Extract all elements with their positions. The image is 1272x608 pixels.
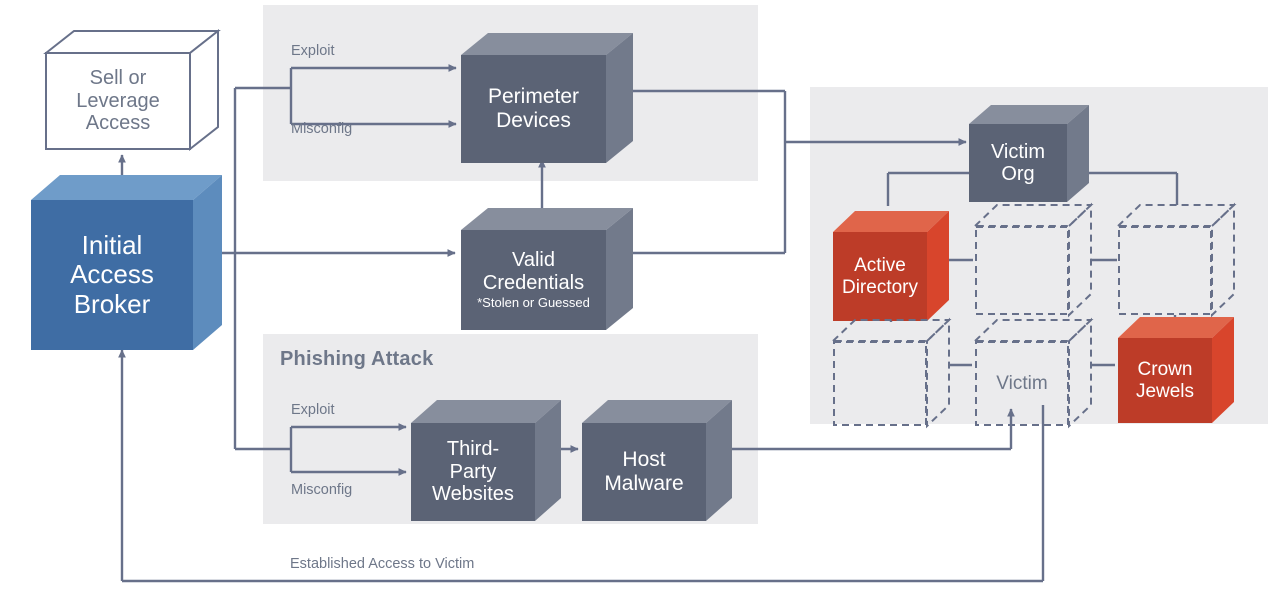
victim-host-label: Victim	[996, 372, 1048, 394]
active-directory-line1: Active	[854, 255, 906, 277]
host-malware-line1: Host	[622, 448, 666, 472]
third-party-line3: Websites	[432, 483, 514, 506]
active-directory-line2: Directory	[841, 276, 918, 298]
perimeter-devices-line1: Perimeter	[487, 85, 580, 109]
node-host-c[interactable]	[830, 317, 952, 429]
third-party-line2: Party	[449, 460, 497, 483]
label-perimeter-exploit: Exploit	[291, 43, 335, 59]
sell-leverage-line1: Sell or	[89, 67, 147, 90]
label-perimeter-misconfig: Misconfig	[291, 121, 353, 137]
iab-line2: Access	[70, 259, 154, 290]
label-phishing-exploit: Exploit	[291, 402, 335, 418]
crown-jewels-line1: Crown	[1137, 359, 1193, 381]
valid-credentials-line1: Valid	[512, 249, 555, 272]
node-initial-access-broker[interactable]: Initial Access Broker	[31, 175, 222, 350]
node-victim-org[interactable]: Victim Org	[969, 105, 1089, 202]
label-established-access: Established Access to Victim	[290, 556, 475, 572]
valid-credentials-note: *Stolen or Guessed	[477, 295, 590, 311]
node-crown-jewels[interactable]: Crown Jewels	[1118, 317, 1234, 423]
node-sell-leverage-access[interactable]: Sell or Leverage Access	[43, 28, 221, 152]
node-active-directory[interactable]: Active Directory	[833, 211, 949, 321]
third-party-line1: Third-	[446, 438, 500, 461]
sell-leverage-line3: Access	[85, 112, 151, 135]
iab-line1: Initial	[81, 230, 143, 261]
crown-jewels-line2: Jewels	[1135, 380, 1195, 402]
phishing-panel-title: Phishing Attack	[280, 348, 434, 370]
node-valid-credentials[interactable]: Valid Credentials *Stolen or Guessed	[461, 208, 633, 330]
victim-org-line2: Org	[1001, 163, 1035, 185]
label-phishing-misconfig: Misconfig	[291, 482, 353, 498]
valid-credentials-line2: Credentials	[482, 271, 585, 294]
node-victim-host[interactable]: Victim	[972, 317, 1094, 429]
host-malware-line2: Malware	[604, 472, 684, 495]
node-host-malware[interactable]: Host Malware	[582, 400, 732, 521]
node-host-b[interactable]	[1115, 202, 1237, 318]
perimeter-devices-line2: Devices	[496, 109, 571, 132]
node-host-a[interactable]	[972, 202, 1094, 318]
sell-leverage-line2: Leverage	[76, 89, 160, 112]
victim-org-line1: Victim	[990, 140, 1046, 163]
node-third-party-websites[interactable]: Third- Party Websites	[411, 400, 561, 521]
iab-line3: Broker	[73, 288, 151, 319]
node-perimeter-devices[interactable]: Perimeter Devices	[461, 33, 633, 163]
